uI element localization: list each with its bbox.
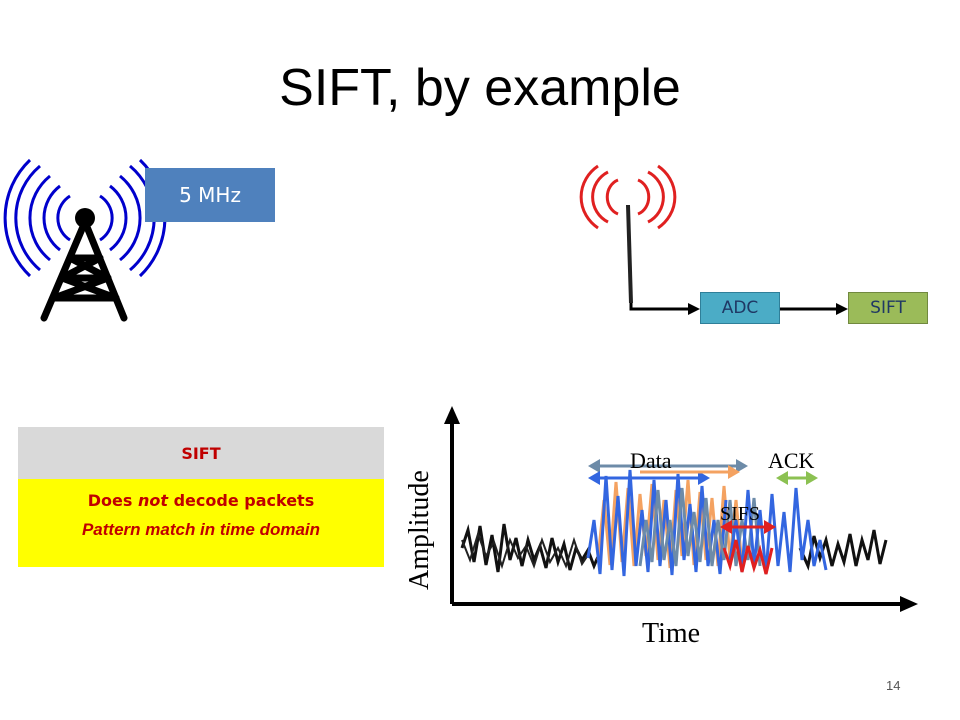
- slide-title: SIFT, by example: [279, 59, 681, 117]
- data-trace-grey: [638, 487, 762, 567]
- ack-trace-red: [722, 539, 774, 575]
- noise-trace-right: [798, 529, 888, 571]
- noise-trace-2: [461, 530, 591, 570]
- ack-label: ACK: [768, 448, 815, 473]
- line1-prefix: Does: [87, 491, 138, 510]
- signal-path-arrows: [629, 303, 848, 315]
- receiver-waves-icon: [579, 164, 677, 230]
- page-number: 14: [886, 678, 901, 693]
- y-axis-label: Amplitude: [404, 470, 435, 590]
- panel-header: SIFT: [18, 427, 384, 479]
- receiver-antenna-icon: [626, 204, 633, 304]
- sift-block: SIFT: [848, 292, 928, 324]
- panel-line-decode: Does not decode packets: [18, 479, 384, 510]
- frequency-label-box: 5 MHz: [145, 168, 275, 222]
- adc-block: ADC: [700, 292, 780, 324]
- transmitter-tower-icon: [40, 218, 128, 322]
- line1-emphasis: not: [137, 491, 169, 510]
- sifs-label: SIFS: [720, 503, 761, 525]
- panel-body: Does not decode packets Pattern match in…: [18, 479, 384, 567]
- sift-summary-panel: SIFT Does not decode packets Pattern mat…: [18, 427, 384, 567]
- line1-suffix: decode packets: [168, 491, 315, 510]
- data-label: Data: [630, 448, 672, 473]
- ack-span-arrow: [776, 471, 818, 485]
- tower-top-icon: [75, 208, 95, 228]
- data-trace-blue: [586, 469, 728, 577]
- data-span-arrow: [588, 459, 748, 485]
- panel-line-pattern: Pattern match in time domain: [81, 520, 321, 539]
- plot-axes: [444, 406, 918, 612]
- sifs-span-arrow: [720, 520, 776, 534]
- x-axis-label: Time: [642, 618, 701, 649]
- ack-trace-blue: [728, 487, 828, 575]
